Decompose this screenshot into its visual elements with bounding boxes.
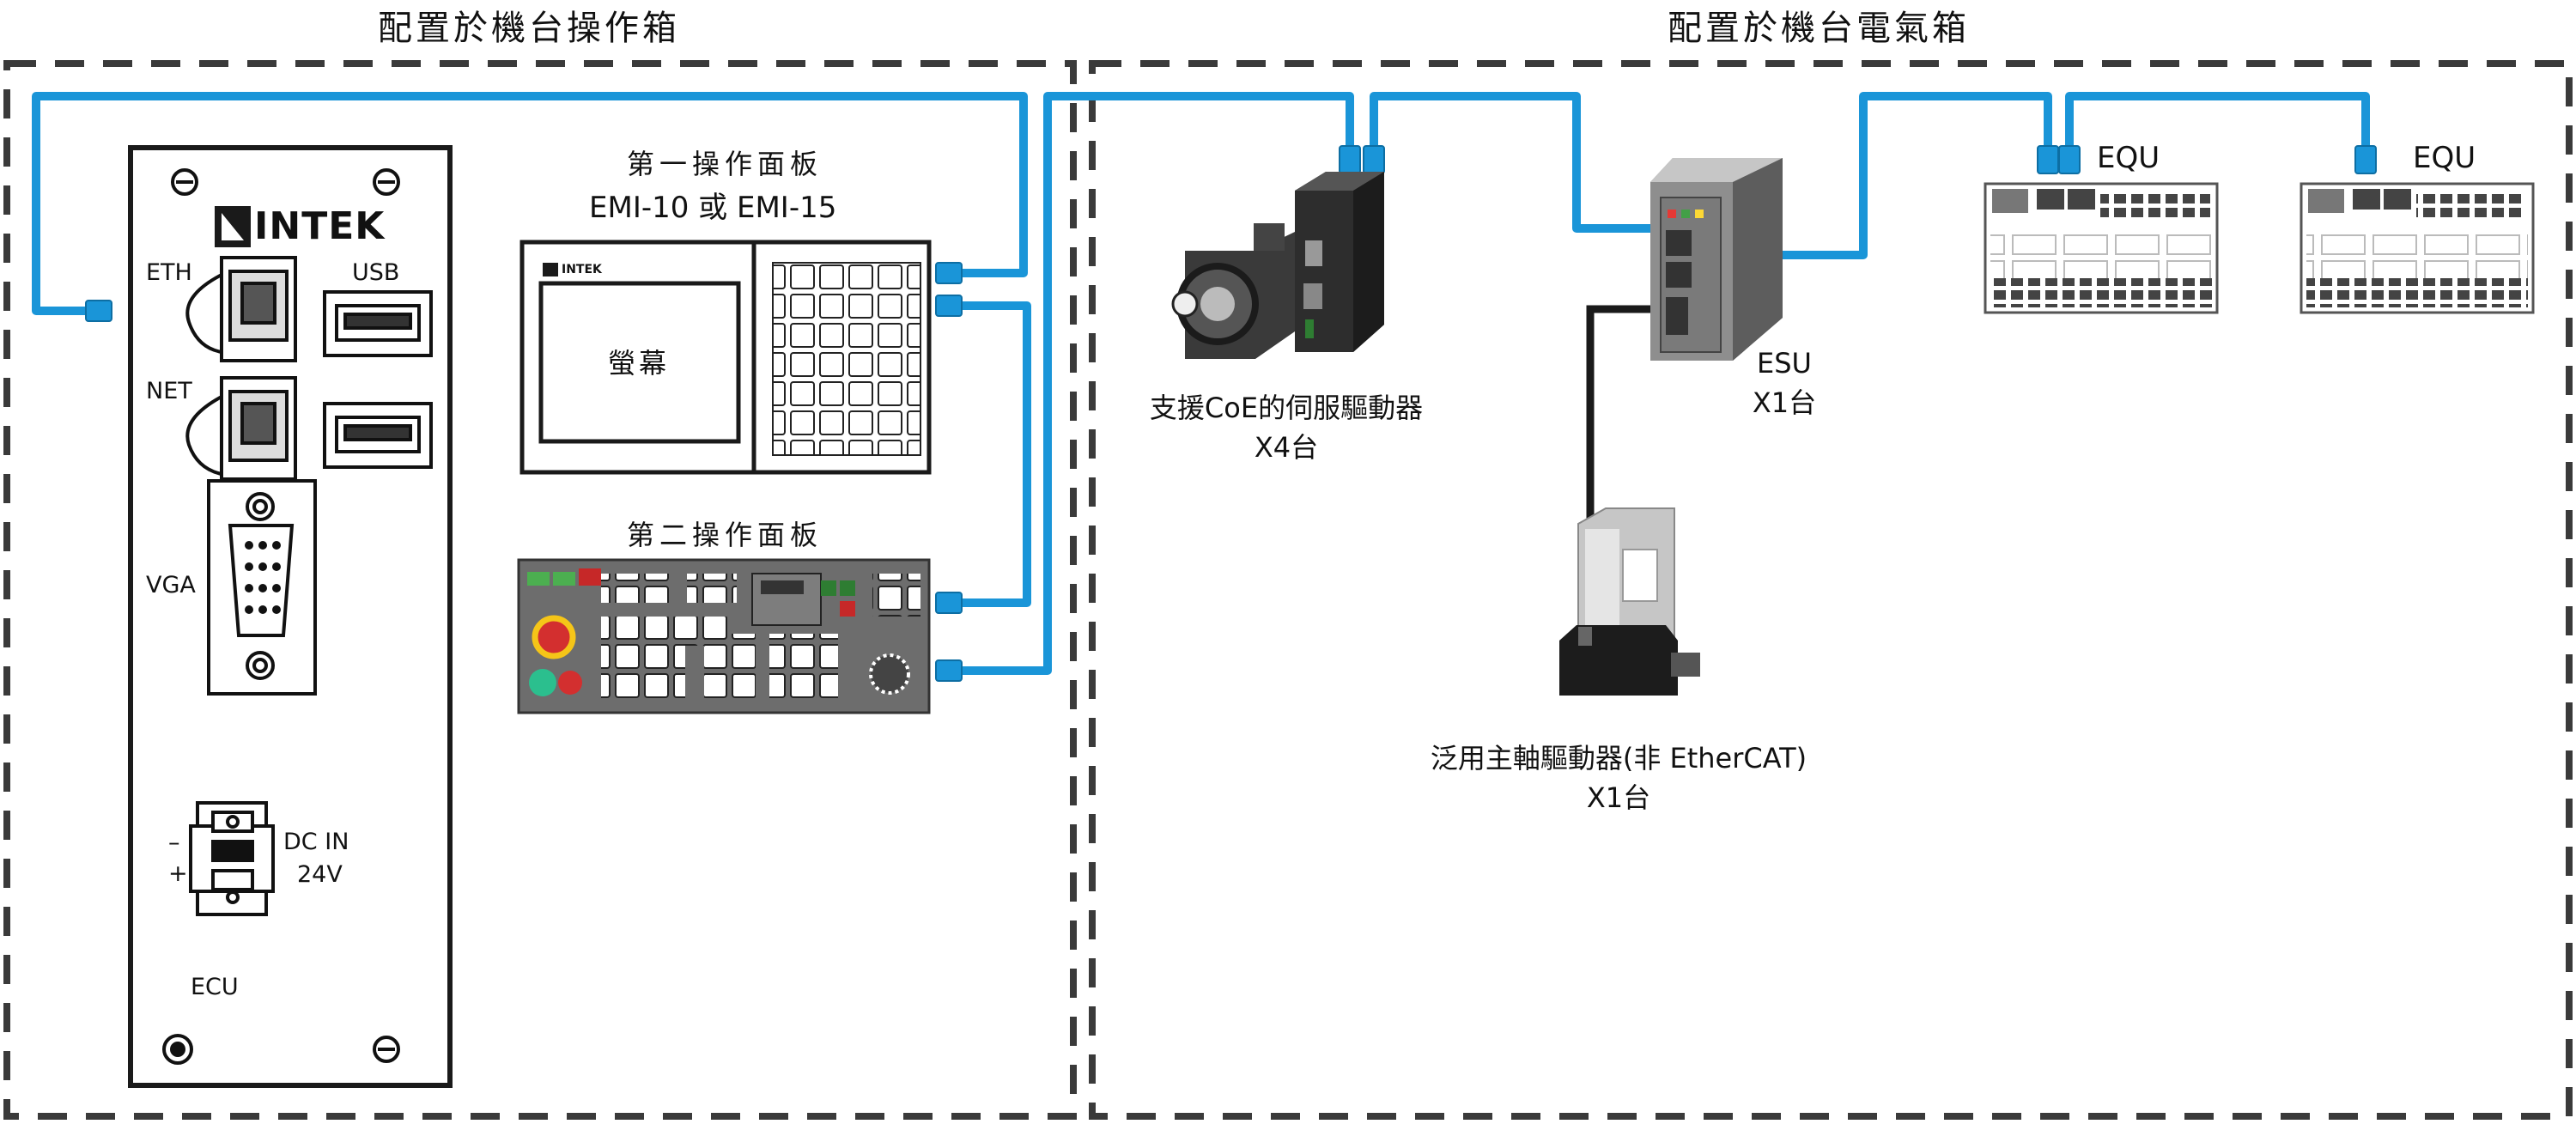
dc-minus-label: – bbox=[168, 829, 180, 856]
esu-count-label: X1台 bbox=[1752, 386, 1817, 419]
esu-caption: ESU X1台 bbox=[1724, 343, 1844, 422]
equ-1-label: EQU bbox=[2097, 141, 2160, 175]
usb-port-label: USB bbox=[352, 259, 400, 286]
electrical-box-frame bbox=[1089, 60, 2573, 1120]
cable-equ1-to-equ2 bbox=[2065, 92, 2370, 161]
vga-port-icon bbox=[207, 479, 317, 696]
dc-in-label: DC IN bbox=[283, 829, 349, 855]
ecu-unit bbox=[128, 145, 453, 1088]
panel1-screen-label: 螢幕 bbox=[608, 347, 671, 380]
cable-panel1-to-panel2 bbox=[949, 301, 1031, 607]
servo-caption-line2: X4台 bbox=[1254, 431, 1319, 464]
operation-panel-2 bbox=[517, 558, 931, 714]
feed-override-knob-icon bbox=[869, 653, 910, 695]
esu-name-label: ESU bbox=[1757, 347, 1812, 380]
cable-esu-to-spindle bbox=[1586, 305, 1650, 522]
section-title-electrical-box: 配置於機台電氣箱 bbox=[1668, 9, 1970, 48]
spindle-caption-line1: 泛用主軸驅動器(非 EtherCAT) bbox=[1430, 742, 1807, 775]
spindle-caption: 泛用主軸驅動器(非 EtherCAT) X1台 bbox=[1382, 738, 1855, 817]
equ-module-1 bbox=[1984, 182, 2219, 314]
panel2-title: 第二操作面板 bbox=[627, 519, 823, 551]
spindle-motor-icon bbox=[1559, 625, 1700, 696]
servo-drive bbox=[1295, 172, 1384, 352]
keypad-icon bbox=[772, 262, 921, 456]
intek-logo-icon bbox=[543, 263, 558, 276]
screw-icon bbox=[162, 168, 400, 1065]
section-title-operation-box: 配置於機台操作箱 bbox=[378, 9, 680, 48]
equ-module-2 bbox=[2300, 182, 2535, 314]
panel1-screen-logo: INTEK bbox=[562, 263, 602, 276]
panel1-title: 第一操作面板 bbox=[627, 148, 823, 180]
dc-plus-label: + bbox=[168, 860, 188, 887]
cable-ecu-to-panel1 bbox=[32, 92, 1028, 315]
emergency-stop-icon bbox=[532, 615, 576, 659]
vga-port-label: VGA bbox=[146, 572, 196, 598]
servo-motor-icon bbox=[1171, 223, 1295, 359]
eth-port-label: ETH bbox=[146, 259, 192, 286]
usb-port-icon bbox=[323, 290, 433, 469]
cable-panel2-to-servo bbox=[949, 92, 1354, 675]
ecu-brand-logo: INTEK bbox=[254, 204, 386, 248]
ethercat-cables bbox=[32, 92, 2370, 675]
intek-logo-icon bbox=[215, 206, 251, 247]
operation-panel-1 bbox=[519, 240, 932, 475]
panel1-model: EMI-10 或 EMI-15 bbox=[589, 191, 837, 225]
equ-2-label: EQU bbox=[2413, 141, 2476, 175]
rj45-port-icon bbox=[185, 256, 297, 362]
rj45-port-icon bbox=[185, 376, 297, 481]
cable-servo-to-esu bbox=[1370, 92, 1660, 233]
servo-caption: 支援CoE的伺服驅動器 X4台 bbox=[1115, 388, 1458, 467]
spindle-caption-line2: X1台 bbox=[1586, 781, 1651, 814]
operation-box-frame bbox=[3, 60, 1077, 1120]
power-connector-icon bbox=[189, 801, 275, 916]
servo-caption-line1: 支援CoE的伺服驅動器 bbox=[1149, 392, 1424, 424]
esu-unit bbox=[1650, 158, 1783, 361]
net-port-label: NET bbox=[146, 378, 192, 404]
dc-voltage-label: 24V bbox=[297, 861, 343, 888]
ecu-name-label: ECU bbox=[191, 974, 239, 1000]
cable-esu-to-equ1 bbox=[1679, 92, 2052, 259]
